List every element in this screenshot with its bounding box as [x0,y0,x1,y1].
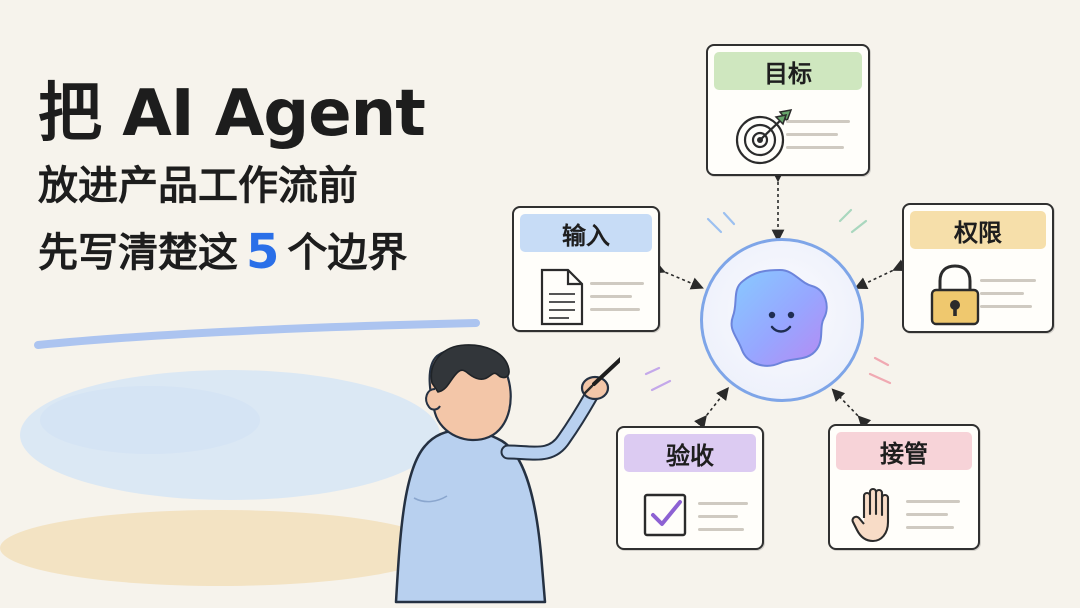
card-goal-body [708,96,868,174]
arrow-acceptance-to-hub [694,386,729,429]
card-acceptance: 验收 [616,426,764,550]
spark-lines-bottom-left [644,366,672,392]
spark-lines-bottom-right [868,356,892,385]
card-goal-text-lines [786,120,850,159]
card-acceptance-body [618,478,762,548]
card-acceptance-text-lines [698,502,748,541]
card-goal: 目标 [706,44,870,176]
card-acceptance-header: 验收 [624,434,756,472]
sand-watercolor-wash [0,510,440,586]
card-takeover-header: 接管 [836,432,972,470]
ai-agent-blob-icon [730,268,828,367]
card-input-label: 输入 [562,221,610,250]
card-takeover-body [830,476,978,548]
card-permission-header: 权限 [910,211,1046,249]
card-permission: 权限 [902,203,1054,333]
card-takeover-label: 接管 [880,439,928,468]
headline-line-1: 把 AI Agent [38,77,426,151]
card-permission-label: 权限 [954,218,1002,247]
card-permission-text-lines [980,279,1036,318]
arrow-permission-to-hub [854,259,907,290]
document-icon [540,268,584,326]
card-input-body [514,258,658,330]
hand-icon [851,487,890,543]
person-writing-illustration [394,344,620,604]
title-underline [34,319,480,349]
lock-icon [930,264,980,326]
arrow-input-to-hub [651,261,704,290]
card-input-header: 输入 [520,214,652,252]
spark-lines-top-right [838,208,868,234]
card-takeover: 接管 [828,424,980,550]
card-input: 输入 [512,206,660,332]
card-goal-header: 目标 [714,52,862,90]
arrow-takeover-to-hub [831,388,872,430]
checkbox-icon [643,493,687,537]
card-permission-body [904,255,1052,331]
spark-lines-top-left [706,211,736,234]
card-goal-label: 目标 [764,59,812,88]
blue-watercolor-wash-secondary [40,386,260,454]
card-takeover-text-lines [906,500,960,539]
headline-line-2: 放进产品工作流前 [38,163,358,209]
card-input-text-lines [590,282,644,321]
headline-line-3-prefix: 先写清楚这 [38,230,238,276]
card-acceptance-label: 验收 [666,441,714,470]
headline-line-3-suffix: 个边界 [287,230,408,276]
boundary-count: 5 [246,224,280,280]
target-icon [735,109,793,165]
